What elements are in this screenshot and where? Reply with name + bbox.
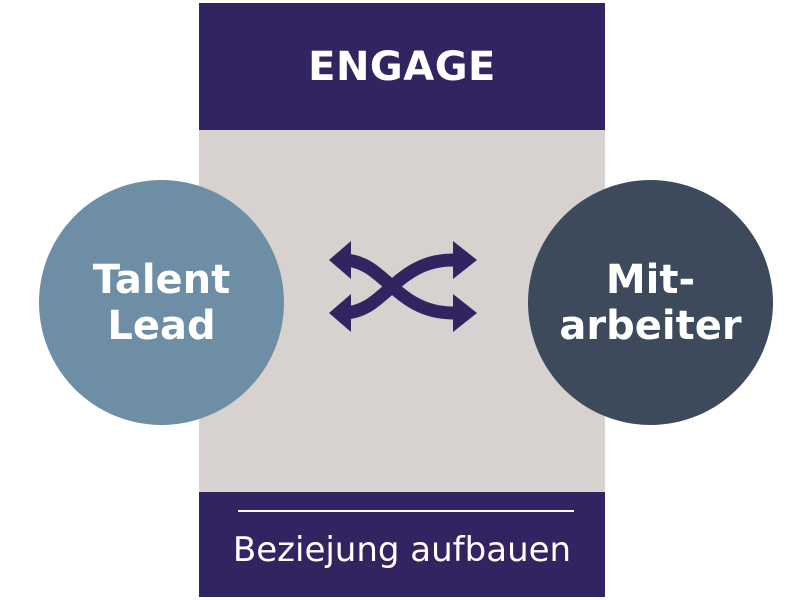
mitarbeiter-circle: Mit- arbeiter: [528, 180, 773, 425]
arrowhead-bottom-left: [329, 294, 351, 332]
header-band: ENGAGE: [199, 3, 605, 130]
arrowhead-top-left: [329, 241, 351, 279]
arrowhead-top-right: [453, 241, 477, 279]
footer-band: Beziejung aufbauen: [199, 492, 605, 597]
arrowhead-bottom-right: [453, 294, 477, 332]
talent-lead-label-line1: Talent: [92, 256, 231, 303]
header-title: ENGAGE: [308, 43, 496, 90]
shuffle-path-up: [342, 253, 454, 320]
shuffle-arrows-icon: [329, 241, 477, 332]
talent-lead-circle: Talent Lead: [39, 180, 284, 425]
mitarbeiter-label-line1: Mit-: [605, 256, 696, 303]
footer-label: Beziejung aufbauen: [232, 530, 572, 570]
mitarbeiter-label-line2: arbeiter: [559, 302, 742, 349]
footer-divider: [238, 510, 574, 512]
talent-lead-label-line2: Lead: [107, 302, 216, 349]
